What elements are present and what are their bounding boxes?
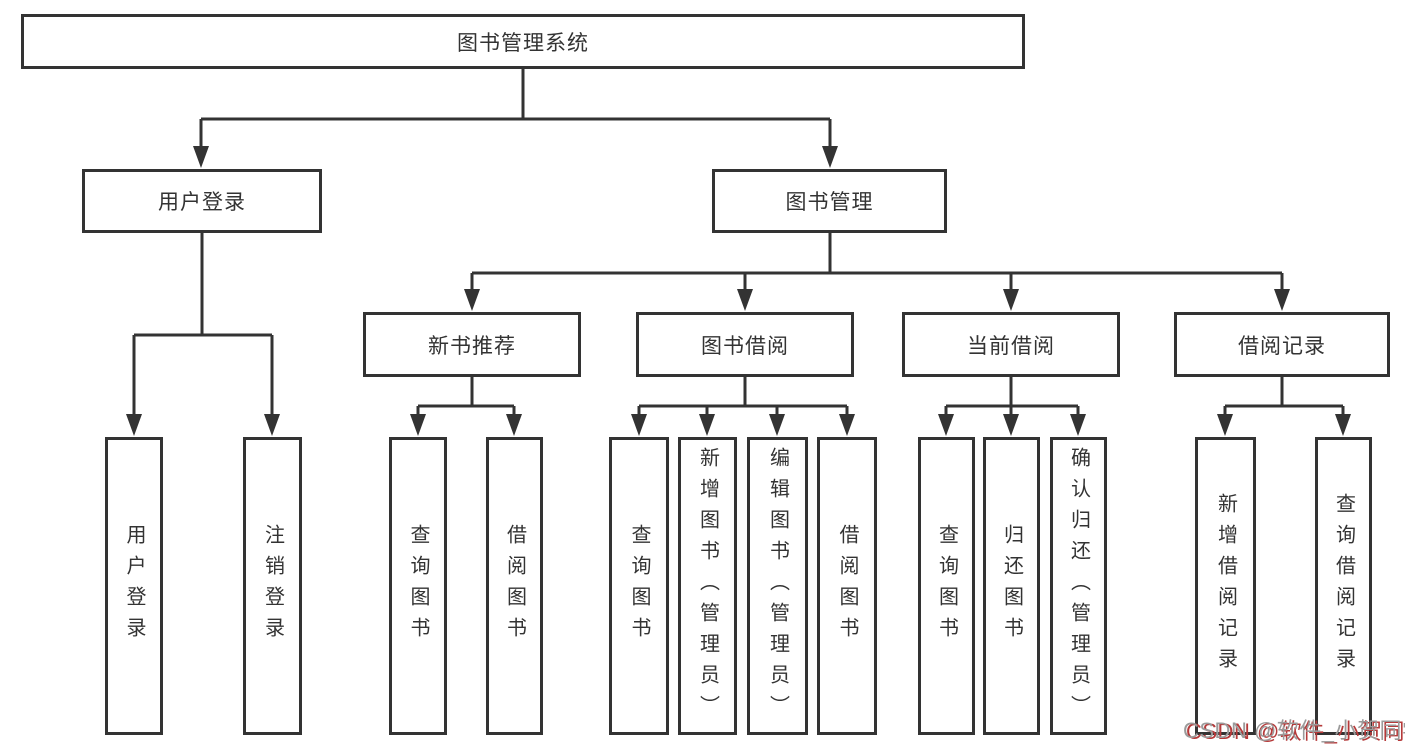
leaf-confirm-return-admin-label: 确认归还（管理员） [1067,446,1090,726]
leaf-add-books-admin-label: 新增图书（管理员） [696,446,719,726]
arrowhead-icons [126,146,1351,436]
leaf-logout: 注销登录 [243,437,302,735]
leaf-user-login: 用户登录 [105,437,163,735]
leaf-query-borrow-record-label: 查询借阅记录 [1332,493,1355,679]
leaf-query-borrow-record: 查询借阅记录 [1315,437,1372,735]
leaf-query-books-recommend-label: 查询图书 [407,524,429,648]
connector-path [132,69,1345,418]
node-book-management-label: 图书管理 [785,191,874,214]
leaf-query-books-current-label: 查询图书 [935,524,958,648]
node-new-book-recommend-label: 新书推荐 [428,334,516,358]
node-current-borrowing-label: 当前借阅 [967,334,1055,358]
node-new-book-recommend: 新书推荐 [363,312,581,377]
node-book-borrowing-label: 图书借阅 [701,334,789,358]
leaf-borrow-books-recommend: 借阅图书 [486,437,543,735]
node-user-login-label: 用户登录 [158,191,246,214]
leaf-query-books-borrowing-label: 查询图书 [628,524,650,648]
leaf-return-books-label: 归还图书 [1000,524,1023,648]
leaf-borrow-books-recommend-label: 借阅图书 [503,524,526,648]
leaf-confirm-return-admin: 确认归还（管理员） [1050,437,1107,735]
leaf-query-books-recommend: 查询图书 [389,437,447,735]
leaf-logout-label: 注销登录 [261,524,284,648]
leaf-edit-books-admin-label: 编辑图书（管理员） [766,446,789,726]
leaf-edit-books-admin: 编辑图书（管理员） [747,437,808,735]
leaf-borrow-books-borrowing-label: 借阅图书 [836,524,858,648]
csdn-watermark: CSDN @软件_小贺同学 [1183,718,1405,743]
leaf-add-borrow-record: 新增借阅记录 [1195,437,1256,735]
leaf-query-books-borrowing: 查询图书 [609,437,669,735]
leaf-add-books-admin: 新增图书（管理员） [678,437,737,735]
node-book-management-branch: 图书管理 [712,169,947,233]
node-book-borrowing: 图书借阅 [636,312,854,377]
node-book-management-system: 图书管理系统 [21,14,1025,69]
leaf-return-books: 归还图书 [983,437,1040,735]
node-borrowing-records-label: 借阅记录 [1238,334,1326,358]
leaf-query-books-current: 查询图书 [918,437,975,735]
leaf-user-login-label: 用户登录 [123,524,145,648]
leaf-add-borrow-record-label: 新增借阅记录 [1214,493,1237,679]
node-borrowing-records: 借阅记录 [1174,312,1390,377]
node-user-login-branch: 用户登录 [82,169,322,233]
node-current-borrowing: 当前借阅 [902,312,1120,377]
leaf-borrow-books-borrowing: 借阅图书 [817,437,877,735]
node-root-label: 图书管理系统 [457,31,589,55]
